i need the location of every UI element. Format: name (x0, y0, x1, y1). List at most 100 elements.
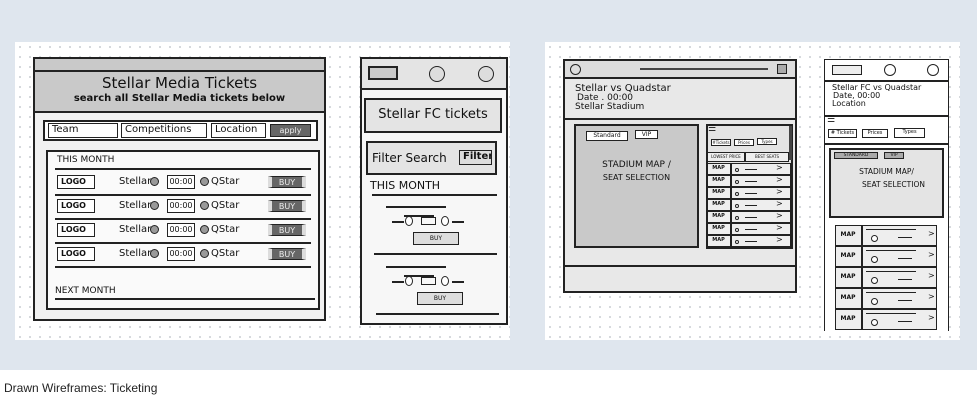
location-filter[interactable]: Location (211, 123, 266, 138)
tickets-dropdown[interactable]: # Tickets (828, 129, 857, 138)
divider (825, 143, 948, 145)
browser-bar (565, 61, 795, 79)
apply-button[interactable]: apply (270, 124, 311, 137)
buy-button[interactable]: BUY (268, 224, 306, 236)
stadium-map[interactable] (829, 148, 944, 218)
kickoff-time: 00:00 (167, 247, 195, 261)
buy-button[interactable]: BUY (413, 232, 459, 245)
chevron-right-icon[interactable]: > (776, 199, 783, 208)
away-team: QStar (211, 224, 240, 235)
divider (55, 168, 311, 170)
map-label: STADIUM MAP / (602, 160, 671, 170)
page-subtitle: search all Stellar Media tickets below (73, 93, 286, 104)
account-icon[interactable] (478, 66, 494, 82)
divider (730, 235, 732, 247)
chevron-right-icon[interactable]: > (776, 175, 783, 184)
map-label: SEAT SELECTION (602, 173, 671, 182)
home-team: Stellar (119, 248, 152, 259)
standard-toggle[interactable]: STANDARD (834, 152, 878, 159)
line (745, 181, 757, 182)
home-team: Stellar (119, 176, 152, 187)
competitions-filter[interactable]: Competitions (121, 123, 207, 138)
browser-circle-icon (570, 64, 581, 75)
menu-icon[interactable] (429, 66, 445, 82)
standard-toggle[interactable]: Standard (586, 131, 628, 141)
divider (376, 313, 499, 315)
away-team-badge-icon (200, 249, 209, 258)
team-filter[interactable]: Team (48, 123, 118, 138)
kickoff-time: 00:00 (167, 175, 195, 189)
seat-icon (871, 235, 878, 242)
window-button-icon[interactable] (777, 64, 787, 74)
tickets-dropdown[interactable]: #Tickets (711, 139, 731, 146)
row-divider (55, 242, 311, 244)
divider (825, 115, 948, 117)
chevron-right-icon[interactable]: > (928, 292, 935, 301)
buy-button[interactable]: BUY (268, 200, 306, 212)
scrollbar[interactable] (789, 126, 792, 160)
chevron-right-icon[interactable]: > (776, 235, 783, 244)
tab-best-seats[interactable]: BEST SEATS (745, 152, 789, 162)
tab-lowest-price[interactable]: LOWEST PRICE (707, 152, 745, 162)
chevron-right-icon[interactable]: > (776, 187, 783, 196)
this-month-heading: THIS MONTH (370, 179, 441, 192)
kickoff-time: 00:00 (167, 199, 195, 213)
seat-icon (871, 277, 878, 284)
chevron-right-icon[interactable]: > (776, 223, 783, 232)
hamburger-icon[interactable]: ☰ (827, 115, 836, 125)
stadium-map[interactable] (574, 124, 699, 248)
line (745, 229, 757, 230)
divider (374, 253, 497, 255)
divider (730, 175, 732, 187)
map-thumbnail: MAP (840, 294, 856, 301)
logo-placeholder: LOGO (57, 199, 95, 213)
chevron-right-icon[interactable]: > (928, 229, 935, 238)
away-badge-icon (441, 216, 449, 226)
home-badge-icon (405, 276, 413, 286)
line (745, 241, 757, 242)
chevron-right-icon[interactable]: > (776, 211, 783, 220)
chevron-right-icon[interactable]: > (928, 313, 935, 322)
account-icon[interactable] (927, 64, 939, 76)
buy-button[interactable]: BUY (268, 248, 306, 260)
prices-dropdown[interactable]: Prices (734, 139, 754, 146)
line (866, 292, 916, 294)
divider (861, 288, 863, 309)
event-match: Stellar FC vs Quadstar (832, 83, 922, 92)
line (898, 258, 912, 260)
title-line (386, 206, 446, 208)
logo-placeholder: LOGO (57, 175, 95, 189)
filter-button[interactable]: Filter (459, 150, 492, 165)
map-thumbnail: MAP (712, 177, 725, 183)
types-dropdown[interactable]: Types (757, 138, 777, 145)
menu-icon[interactable] (884, 64, 896, 76)
vip-toggle[interactable]: VIP (635, 130, 658, 139)
chevron-right-icon[interactable]: > (928, 250, 935, 259)
line (452, 221, 464, 223)
event-venue: Location (832, 99, 866, 108)
buy-button[interactable]: BUY (268, 176, 306, 188)
line (392, 281, 404, 283)
title-banner (364, 98, 502, 133)
buy-button[interactable]: BUY (417, 292, 463, 305)
divider (730, 223, 732, 235)
chevron-right-icon[interactable]: > (776, 163, 783, 172)
footer-divider (565, 265, 795, 267)
seat-icon (871, 298, 878, 305)
map-label: STADIUM MAP/ (859, 167, 914, 176)
title-line (404, 275, 434, 277)
types-dropdown[interactable]: Types (894, 128, 925, 138)
vip-toggle[interactable]: VIP (884, 152, 904, 159)
kickoff-time: 00:00 (167, 223, 195, 237)
home-team-badge-icon (150, 177, 159, 186)
logo-placeholder: LOGO (57, 223, 95, 237)
time-box (421, 217, 436, 225)
prices-dropdown[interactable]: Prices (862, 129, 888, 138)
chevron-right-icon[interactable]: > (928, 271, 935, 280)
seat-icon (871, 319, 878, 326)
hamburger-icon[interactable]: ☰ (708, 124, 717, 134)
line (745, 217, 757, 218)
address-bar[interactable] (640, 68, 768, 70)
divider (565, 118, 795, 120)
home-team-badge-icon (150, 249, 159, 258)
